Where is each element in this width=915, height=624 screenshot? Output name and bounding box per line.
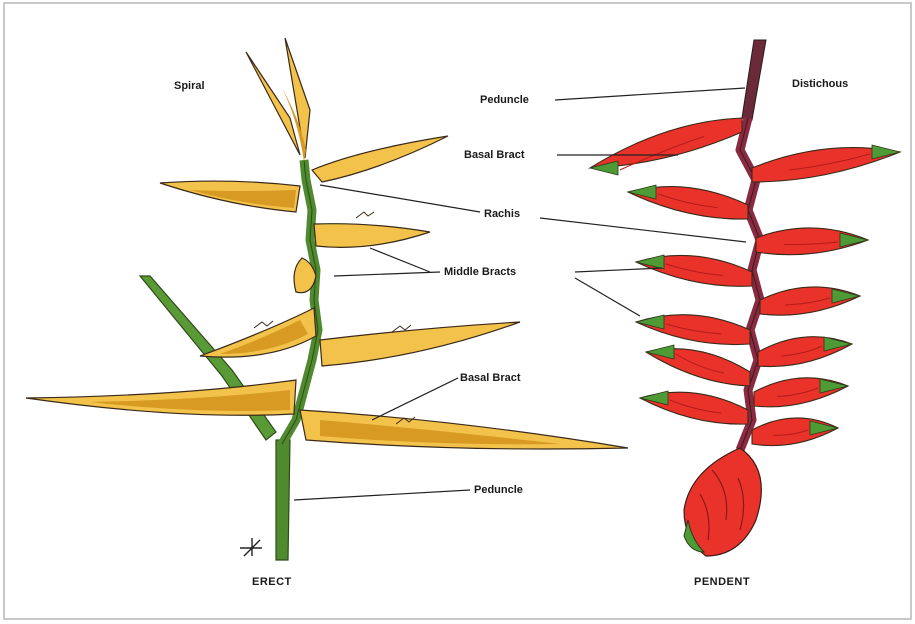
erect-bract-right-2 [314,224,430,248]
label-peduncle-top: Peduncle [480,94,529,107]
label-spiral: Spiral [174,80,205,93]
label-distichous: Distichous [792,78,848,91]
leader-basal-bract-bottom [372,378,458,420]
leader-middle-bracts-right [575,268,662,272]
pendent-terminal-bract [684,448,761,556]
leader-peduncle-bottom [294,490,470,500]
erect-bract-right-1 [312,136,448,182]
leader-rachis-right [540,218,746,242]
label-basal-bract-bottom: Basal Bract [460,372,521,385]
pendent-bract-1 [590,118,742,168]
pendent-bract-12 [752,418,838,446]
leader-rachis-left [320,185,480,212]
erect-bract-top-2 [285,38,310,158]
erect-flower-mark-1 [356,212,374,218]
scale-mark-icon [240,538,262,556]
pendent-terminal-cluster [684,448,761,556]
erect-flower-mark-2 [254,321,273,328]
label-basal-bract-top: Basal Bract [464,149,525,162]
pendent-peduncle [742,40,766,120]
leader-middle-bracts-left-2 [370,248,430,272]
label-middle-bracts: Middle Bracts [444,266,516,279]
pendent-bract-6 [760,287,860,315]
label-pendent: PENDENT [694,576,750,589]
erect-bract-right-3 [320,322,520,366]
leader-middle-bracts-right-2 [575,278,640,316]
label-erect: ERECT [252,576,292,589]
leader-middle-bracts-left [334,272,440,276]
erect-inflorescence [26,38,628,560]
label-peduncle-bottom: Peduncle [474,484,523,497]
label-rachis: Rachis [484,208,520,221]
leader-peduncle-top [555,88,745,100]
erect-peduncle [276,440,290,560]
erect-bract-left-1-shade [190,190,296,208]
